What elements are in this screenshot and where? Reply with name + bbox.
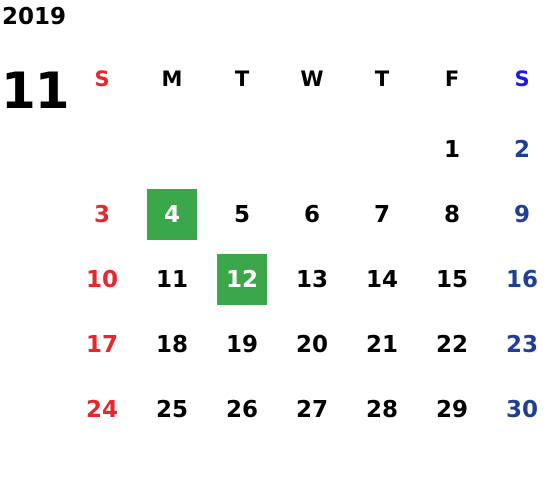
- calendar-year: 2019: [2, 4, 67, 30]
- calendar-day[interactable]: 21: [365, 331, 398, 358]
- weekday-header: T: [234, 66, 250, 91]
- calendar-day[interactable]: 1: [443, 136, 460, 163]
- calendar-day[interactable]: 9: [513, 201, 530, 228]
- weekday-header: M: [161, 66, 183, 91]
- calendar-day[interactable]: 29: [435, 396, 468, 423]
- weekday-header: S: [94, 66, 110, 91]
- calendar-day[interactable]: 25: [155, 396, 188, 423]
- calendar-day[interactable]: 7: [373, 201, 390, 228]
- calendar-day[interactable]: 11: [155, 266, 188, 293]
- calendar-day[interactable]: 27: [295, 396, 328, 423]
- weekday-header: T: [374, 66, 390, 91]
- calendar-day[interactable]: 8: [443, 201, 460, 228]
- calendar-day[interactable]: 22: [435, 331, 468, 358]
- day-highlight: [217, 254, 267, 305]
- calendar-day[interactable]: 23: [505, 331, 538, 358]
- calendar-day[interactable]: 3: [93, 201, 110, 228]
- weekday-header: S: [514, 66, 530, 91]
- day-highlight: [147, 189, 197, 240]
- calendar-day[interactable]: 17: [85, 331, 118, 358]
- calendar-day[interactable]: 6: [303, 201, 320, 228]
- calendar-day[interactable]: 13: [295, 266, 328, 293]
- calendar-day[interactable]: 10: [85, 266, 118, 293]
- weekday-header: W: [300, 66, 324, 91]
- calendar-day[interactable]: 5: [233, 201, 250, 228]
- calendar-day[interactable]: 4: [163, 201, 180, 228]
- calendar-day[interactable]: 14: [365, 266, 398, 293]
- calendar-day[interactable]: 26: [225, 396, 258, 423]
- calendar-day[interactable]: 18: [155, 331, 188, 358]
- calendar-day[interactable]: 16: [505, 266, 538, 293]
- calendar-day[interactable]: 19: [225, 331, 258, 358]
- calendar-day[interactable]: 30: [505, 396, 538, 423]
- calendar-day[interactable]: 12: [225, 266, 258, 293]
- calendar-month: 11: [1, 62, 70, 120]
- calendar-day[interactable]: 28: [365, 396, 398, 423]
- calendar-day[interactable]: 24: [85, 396, 118, 423]
- calendar-day[interactable]: 2: [513, 136, 530, 163]
- weekday-header: F: [444, 66, 460, 91]
- calendar-day[interactable]: 20: [295, 331, 328, 358]
- calendar-day[interactable]: 15: [435, 266, 468, 293]
